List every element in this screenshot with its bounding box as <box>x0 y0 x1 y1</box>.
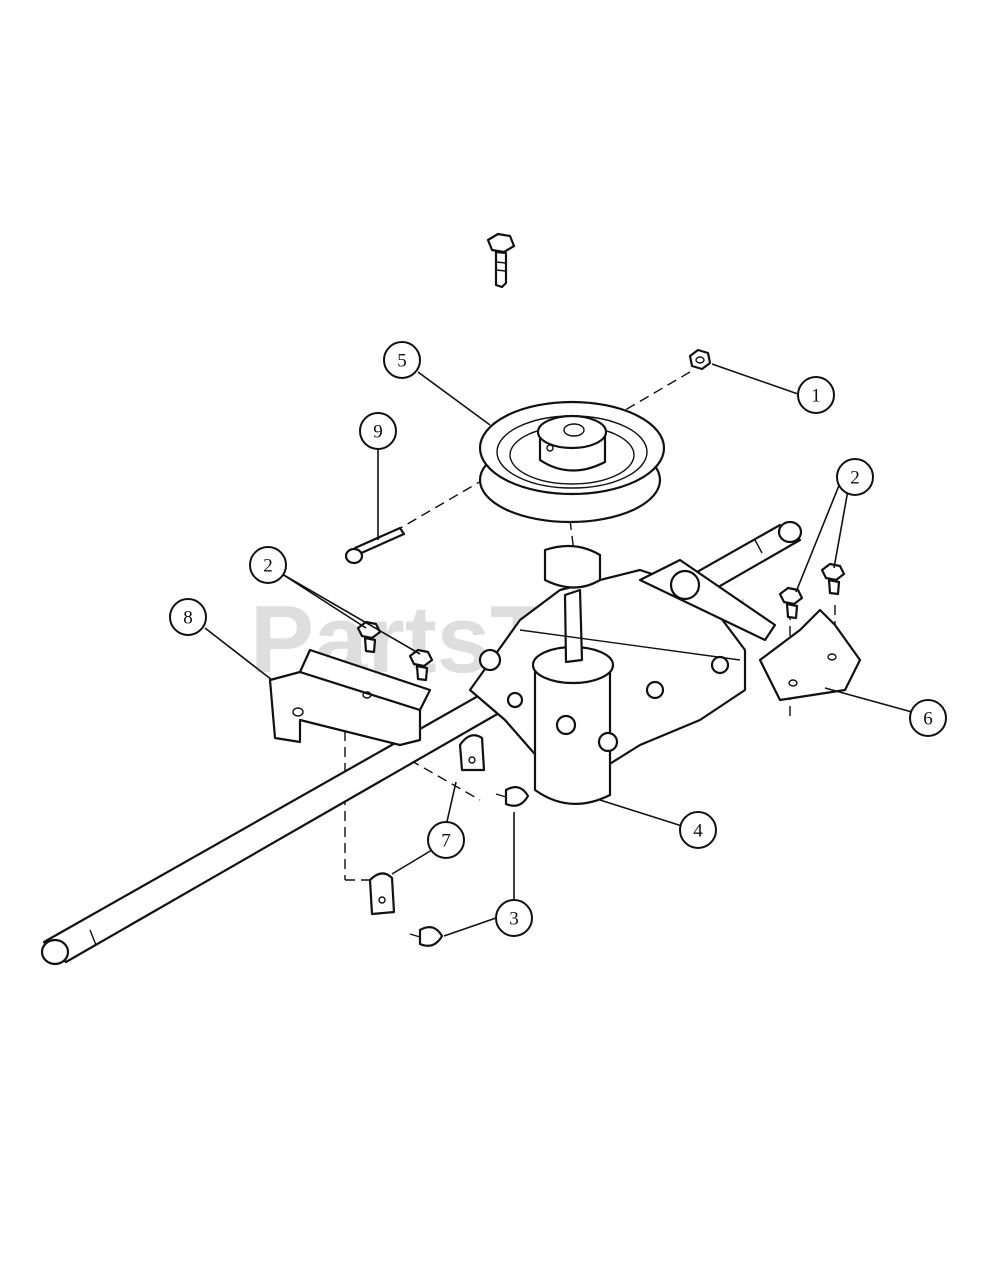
callout-2-right: 2 <box>836 458 874 496</box>
callout-9: 9 <box>359 412 397 450</box>
callout-4-label: 4 <box>693 821 703 842</box>
flange-bolt-left-2 <box>408 648 434 682</box>
clamp-lower <box>368 872 396 916</box>
leader-lines <box>204 363 913 937</box>
callout-5-label: 5 <box>397 351 407 372</box>
right-bracket <box>758 608 862 702</box>
left-bracket <box>268 648 432 747</box>
screw-upper <box>495 785 530 807</box>
callout-3-label: 3 <box>509 909 519 930</box>
clamp-upper <box>458 734 486 772</box>
callout-4: 4 <box>679 811 717 849</box>
callout-6-label: 6 <box>923 709 933 730</box>
callout-5: 5 <box>383 341 421 379</box>
callout-1: 1 <box>797 376 835 414</box>
flange-bolt-right-2 <box>820 562 846 596</box>
hex-bolt-top <box>486 232 516 289</box>
callout-2-left: 2 <box>249 546 287 584</box>
callout-1-label: 1 <box>811 386 821 407</box>
screw-lower <box>409 925 444 947</box>
callout-6: 6 <box>909 699 947 737</box>
callout-8-label: 8 <box>183 608 193 629</box>
callout-9-label: 9 <box>373 422 383 443</box>
callout-2-left-label: 2 <box>263 556 273 577</box>
flange-bolt-right-1 <box>778 586 804 620</box>
transaxle-housing <box>468 544 777 805</box>
nut <box>688 348 712 371</box>
callout-7: 7 <box>427 821 465 859</box>
pulley <box>478 400 666 524</box>
key-pin <box>344 526 406 565</box>
callout-7-label: 7 <box>441 831 451 852</box>
callout-3: 3 <box>495 899 533 937</box>
callout-2-right-label: 2 <box>850 468 860 489</box>
callout-8: 8 <box>169 598 207 636</box>
